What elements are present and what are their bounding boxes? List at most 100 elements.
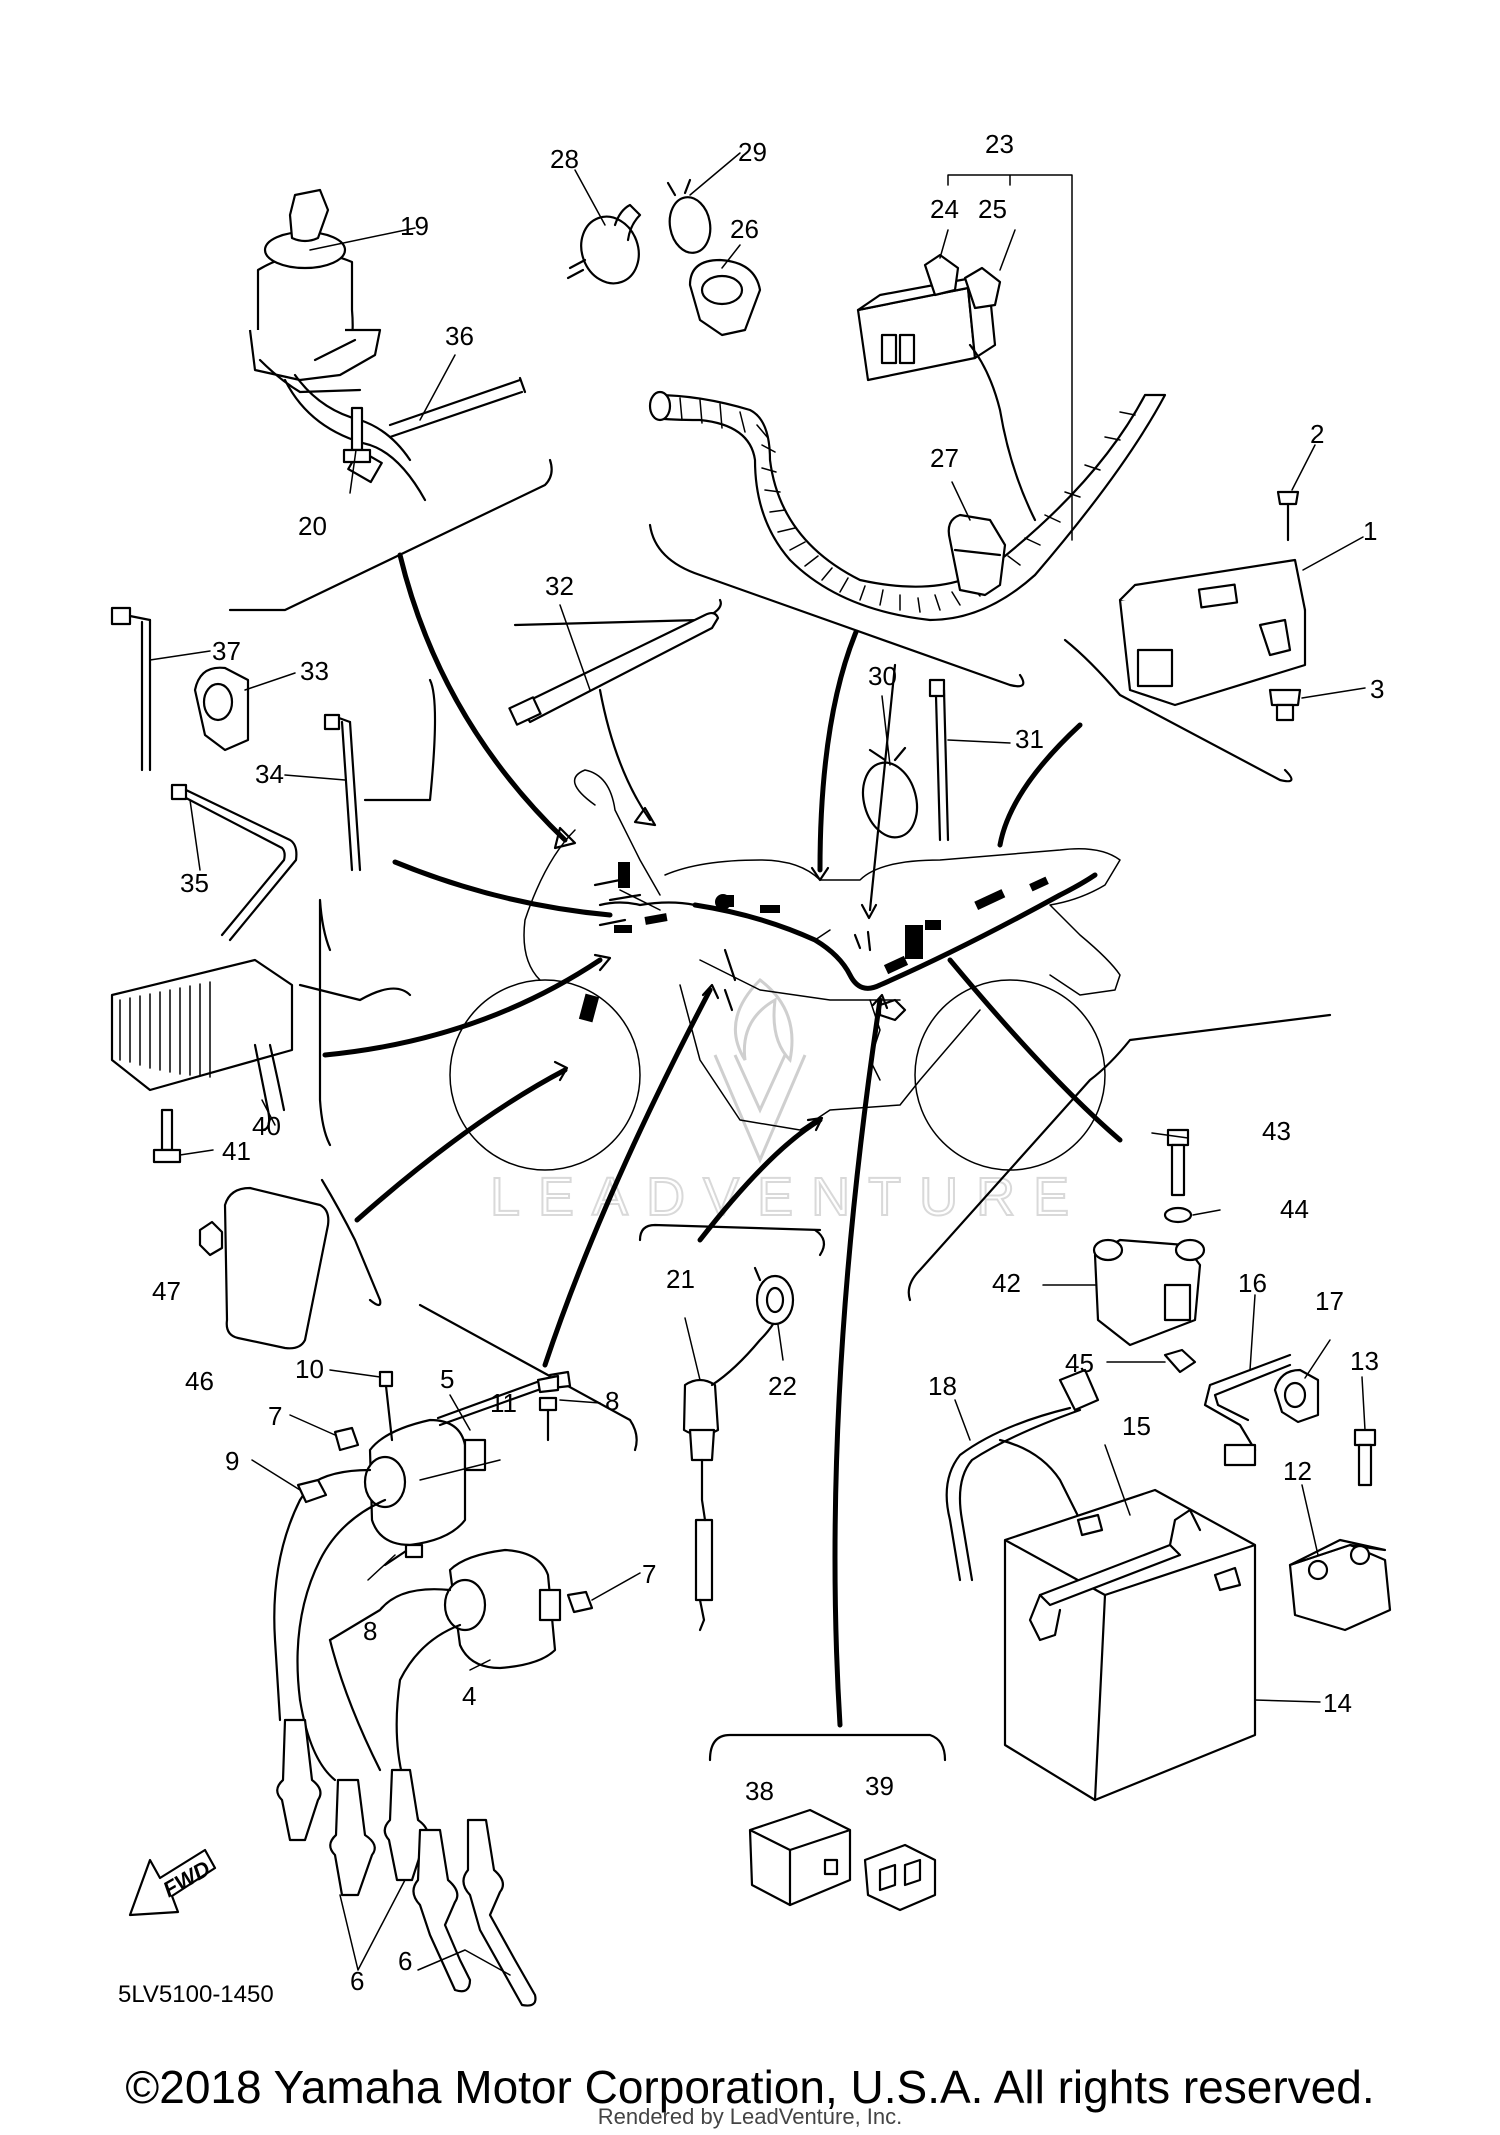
callout-33: 33 [300,656,329,686]
ignition-switch-part [248,188,427,502]
leadventure-watermark: LEADVENTURE [489,978,1087,1228]
relay-part-12 [1288,1538,1392,1632]
motorcycle-outline [449,769,1121,1171]
callout-27: 27 [930,443,959,473]
callout-34: 34 [255,759,284,789]
callout-41: 41 [222,1136,251,1166]
forward-arrow-icon: FWD [128,1848,217,1917]
ignition-coil-part-4 [328,1548,562,1802]
cable-tie-part-34 [323,713,362,872]
callout-29: 29 [738,137,767,167]
callout-16: 16 [1238,1268,1267,1298]
switch-part-21 [682,1308,782,1632]
callout-22: 22 [768,1371,797,1401]
hose-clamp-part-28 [566,203,642,285]
hose-clamp-part-30 [861,746,919,839]
callout-43: 43 [1262,1116,1291,1146]
callout-35: 35 [180,868,209,898]
callout-9: 9 [225,1446,239,1476]
diagram-part-code: 5LV5100-1450 [118,1981,274,2008]
screw-part-20 [342,406,372,464]
cover-part-46 [223,1186,330,1350]
callout-37: 37 [212,636,241,666]
callout-12: 12 [1283,1456,1312,1486]
callout-19: 19 [400,211,429,241]
grommet-part-3 [1268,688,1302,722]
hose-clamp-part-29 [666,178,712,254]
rendered-by-notice: Rendered by LeadVenture, Inc. [597,2104,903,2129]
watermark-text: LEADVENTURE [490,1167,1087,1227]
callout-30: 30 [868,661,897,691]
main-wire-harness [578,862,1098,1023]
callout-42: 42 [992,1268,1021,1298]
callout-8a: 8 [605,1386,619,1416]
callout-14: 14 [1323,1688,1352,1718]
callout-6a: 6 [350,1966,364,1996]
band-part-35 [170,783,298,942]
callout-5: 5 [440,1364,454,1394]
callout-32: 32 [545,571,574,601]
callout-20: 20 [298,511,327,541]
callout-25: 25 [978,194,1007,224]
cable-tie-part-32 [508,611,720,726]
battery-band-part-15 [1028,1508,1202,1642]
callout-leaders [149,152,1366,1976]
spark-plug-caps-part-6 [273,1498,537,2007]
callout-46: 46 [185,1366,214,1396]
callout-31: 31 [1015,724,1044,754]
callout-11: 11 [490,1388,517,1418]
callout-7b: 7 [642,1559,656,1589]
callout-28: 28 [550,144,579,174]
callout-45: 45 [1065,1348,1094,1378]
callout-4: 4 [462,1681,476,1711]
tie-part-36 [388,376,527,439]
callout-47: 47 [152,1276,181,1306]
callout-18: 18 [928,1371,957,1401]
cdi-unit-part-1 [1118,558,1307,707]
screw-part-2 [1276,490,1300,542]
callout-7a: 7 [268,1401,282,1431]
callout-26: 26 [730,214,759,244]
callout-44: 44 [1280,1194,1309,1224]
callout-10: 10 [295,1354,324,1384]
rectifier-regulator-part-40 [110,958,294,1132]
callout-38: 38 [745,1776,774,1806]
cable-tie-part-37 [110,606,152,772]
copyright-notice: ©2018 Yamaha Motor Corporation, U.S.A. A… [125,2061,1375,2113]
callout-8b: 8 [363,1616,377,1646]
callout-13: 13 [1350,1346,1379,1376]
starter-relay-part-42 [1092,1238,1206,1347]
callout-6b: 6 [398,1946,412,1976]
fuse-box-part-23 [856,273,1037,522]
grommet-part-22 [753,1266,795,1326]
callout-1: 1 [1363,516,1377,546]
callout-15: 15 [1122,1411,1151,1441]
callout-numbers: 1 2 3 4 5 6 6 7 7 8 8 9 10 11 12 13 14 1… [152,129,1384,1996]
fuse-part-24 [923,253,960,297]
callout-36: 36 [445,321,474,351]
battery-cable-part-18 [945,1368,1100,1582]
callout-39: 39 [865,1771,894,1801]
battery-part-14 [1003,1488,1257,1802]
leader-lines [322,552,1123,1728]
callout-40: 40 [252,1111,281,1141]
lead-part-16 [1203,1353,1292,1467]
nut-part-45 [1163,1348,1197,1374]
clamp-part-17 [1273,1368,1320,1424]
callout-23: 23 [985,129,1014,159]
callout-24: 24 [930,194,959,224]
callout-21: 21 [666,1264,695,1294]
relay-part-38 [748,1808,852,1907]
callout-3: 3 [1370,674,1384,704]
connector-part-39 [863,1843,937,1912]
clamp-part-33 [193,666,250,752]
small-parts-7-11 [296,1370,594,1614]
callout-17: 17 [1315,1286,1344,1316]
bolt-part-13 [1353,1428,1377,1487]
bolt-part-43 [1166,1128,1190,1197]
fuse-part-25 [963,266,1002,310]
clamp-part-26 [688,258,762,337]
washer-part-44 [1163,1206,1193,1224]
band-part-31 [928,678,950,842]
